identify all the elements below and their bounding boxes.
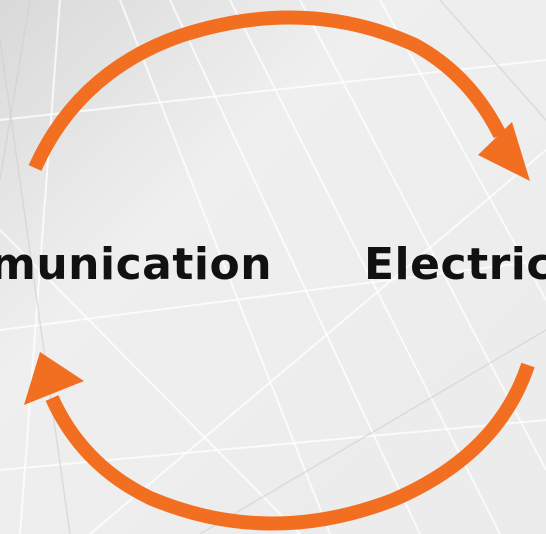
electricity-label: Electrici — [364, 239, 546, 290]
communication-label: munication — [0, 239, 273, 290]
bottom-curved-arrow-icon — [24, 352, 535, 531]
top-curved-arrow-icon — [28, 10, 530, 181]
